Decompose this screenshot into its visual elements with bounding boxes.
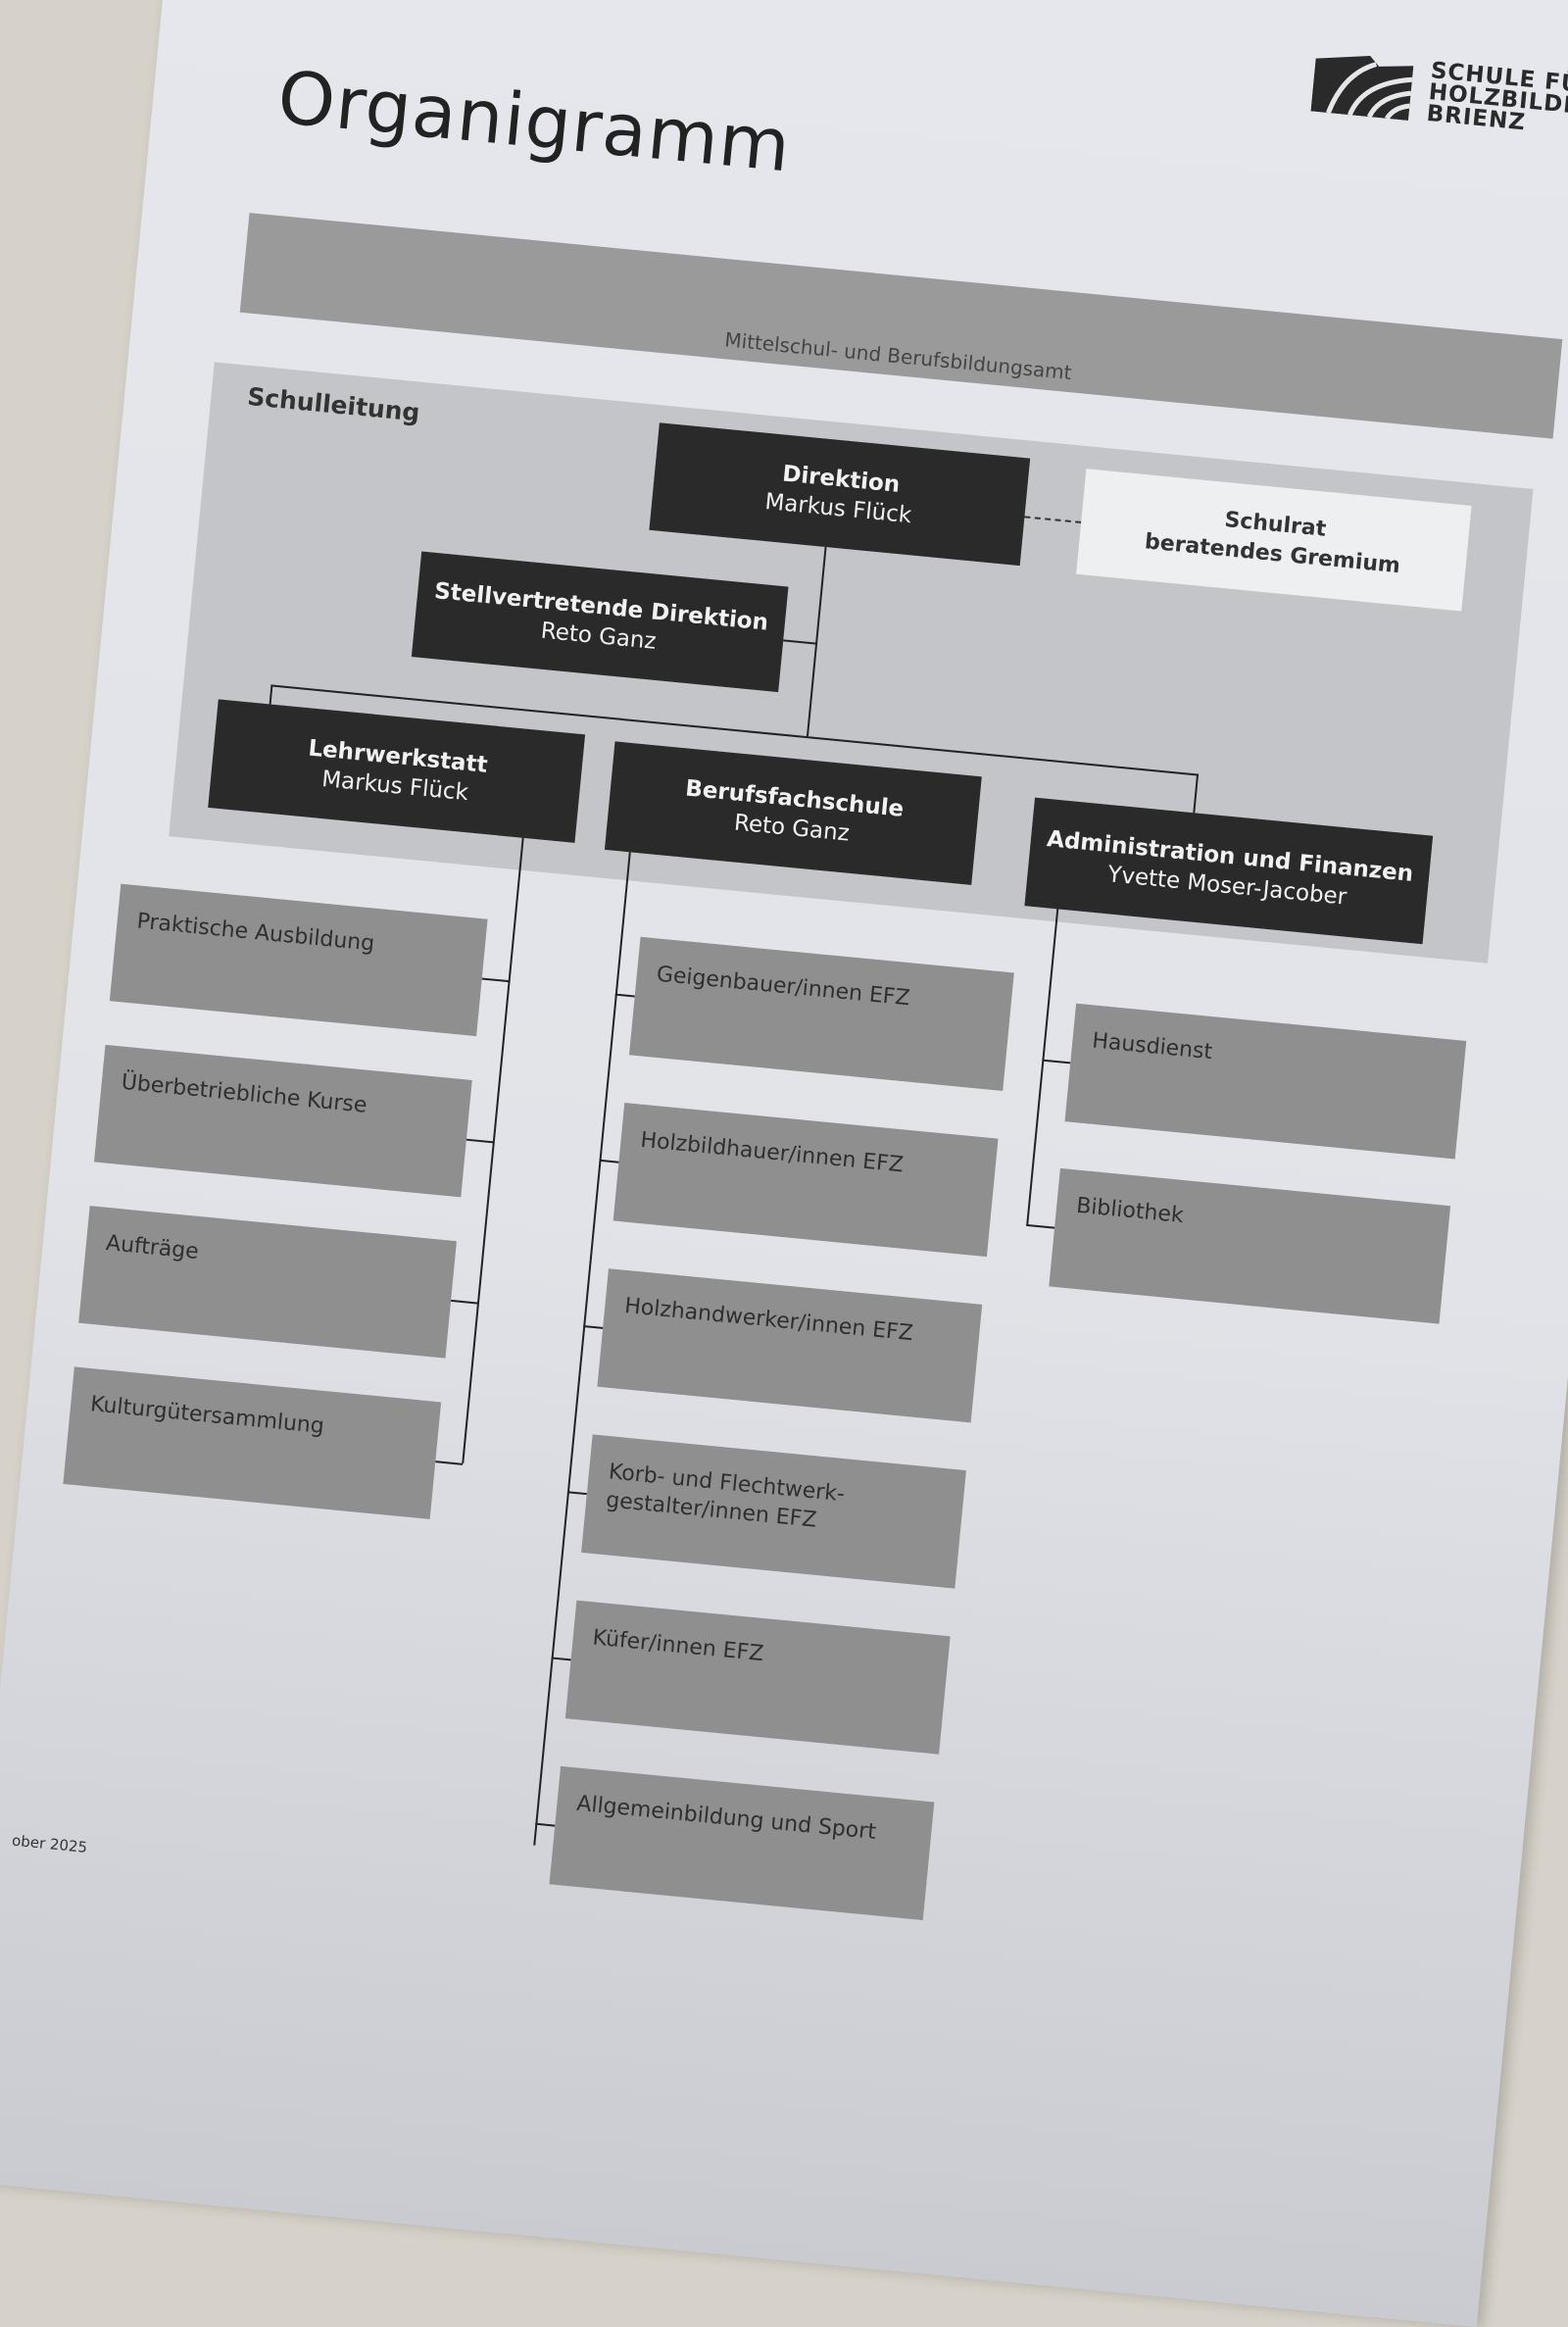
logo: SCHULE FÜR HOLZBILDHAUEREI BRIENZ: [1310, 47, 1568, 151]
school-logo-icon: [1310, 55, 1414, 122]
